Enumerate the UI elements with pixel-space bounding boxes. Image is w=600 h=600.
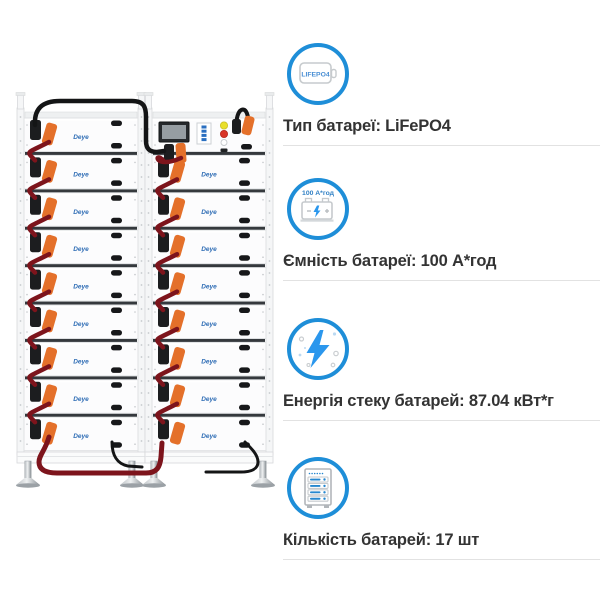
battery-module: Deye	[23, 379, 139, 414]
divider	[283, 420, 600, 421]
base-frame	[16, 451, 146, 464]
deye-logo: Deye	[73, 396, 89, 403]
breaker	[196, 122, 212, 145]
info-item-battery-type: LIFEPO4 Тип батареї: LiFePO4	[283, 43, 600, 146]
battery-cabinet-glyph	[304, 468, 332, 508]
base-frame	[144, 451, 274, 464]
control-unit	[151, 107, 267, 164]
cable-bottom-black-left	[110, 440, 144, 469]
deye-logo: Deye	[201, 396, 217, 403]
lifepo4-battery-glyph: LIFEPO4	[299, 62, 337, 84]
deye-logo: Deye	[201, 284, 217, 291]
deye-logo: Deye	[201, 209, 217, 216]
deye-logo: Deye	[201, 246, 217, 253]
info-label: Ємність батареї: 100 А*год	[283, 252, 497, 270]
divider	[283, 559, 600, 560]
lightning-glyph	[298, 330, 339, 368]
yellow-button	[219, 121, 228, 130]
power-cable-bottom-red	[36, 434, 165, 476]
info-panel: LIFEPO4 Тип батареї: LiFePO4 100 А*год	[283, 0, 600, 600]
battery-stack-image: DeyeDeyeDeyeDeyeDeyeDeyeDeyeDeyeDeyeDeye…	[15, 92, 275, 488]
battery-module: Deye	[23, 192, 139, 227]
power-cables-red	[155, 155, 184, 425]
deye-logo: Deye	[201, 171, 217, 178]
white-button	[220, 139, 228, 146]
info-label: Тип батареї: LiFePO4	[283, 117, 451, 135]
battery-module: Deye	[23, 416, 139, 452]
capacity-battery-icon: 100 А*год	[287, 178, 349, 240]
svg-text:LIFEPO4: LIFEPO4	[301, 72, 330, 79]
battery-module: Deye	[151, 416, 267, 452]
deye-logo: Deye	[73, 284, 89, 291]
battery-module: Deye	[151, 341, 267, 377]
deye-logo: Deye	[73, 134, 89, 141]
info-label: Кількість батарей: 17 шт	[283, 531, 480, 549]
info-item-battery-capacity: 100 А*год Ємність батареї: 100 А*год	[283, 178, 600, 281]
divider	[283, 280, 600, 281]
capacity-battery-glyph: 100 А*год	[300, 190, 335, 222]
deye-logo: Deye	[73, 209, 89, 216]
deye-logo: Deye	[201, 433, 217, 440]
deye-logo: Deye	[73, 321, 89, 328]
deye-logo: Deye	[201, 321, 217, 328]
battery-cabinet-icon	[287, 457, 349, 519]
svg-text:100 А*год: 100 А*год	[302, 190, 335, 197]
battery-module: Deye	[151, 192, 267, 227]
deye-logo: Deye	[73, 246, 89, 253]
divider	[283, 145, 600, 146]
red-button	[219, 130, 228, 139]
power-cables-red	[27, 139, 52, 425]
comm-cable-top	[32, 98, 167, 155]
deye-logo: Deye	[201, 358, 217, 365]
cable-bottom-black-right	[204, 440, 260, 474]
lifepo4-battery-icon: LIFEPO4	[287, 43, 349, 105]
deye-logo: Deye	[73, 433, 89, 440]
lightning-icon	[287, 318, 349, 380]
battery-module: Deye	[23, 341, 139, 377]
info-label: Енергія стеку батарей: 87.04 кВт*г	[283, 392, 554, 410]
deye-logo: Deye	[73, 358, 89, 365]
info-item-stack-energy: Енергія стеку батарей: 87.04 кВт*г	[283, 318, 600, 421]
info-item-battery-count: Кількість батарей: 17 шт	[283, 457, 600, 560]
deye-logo: Deye	[73, 171, 89, 178]
